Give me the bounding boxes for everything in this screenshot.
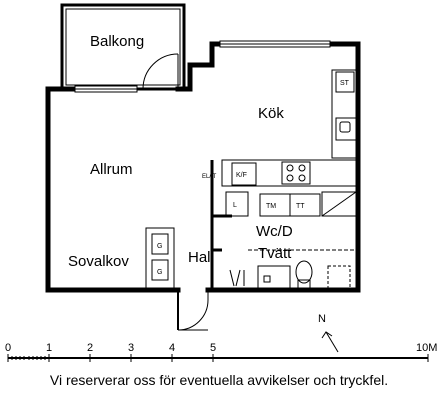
scale-tick-10m: 10M — [416, 342, 437, 354]
tumble-label: TT — [296, 203, 305, 210]
scale-tick-4: 4 — [169, 342, 175, 354]
living-label: Allrum — [90, 161, 133, 178]
windows — [74, 40, 331, 93]
laundry-label: Tvätt — [258, 245, 292, 262]
scale-tick-2: 2 — [87, 342, 93, 354]
scale-bar — [7, 354, 429, 362]
kitchen-counter-right — [331, 69, 359, 159]
kitchen-label: Kök — [258, 105, 284, 122]
sleeping-alcove-label: Sovalkov — [68, 253, 129, 270]
hall-label: Hall — [188, 249, 214, 266]
wardrobe-label-1: G — [157, 243, 162, 250]
closet-l-label: L — [233, 202, 237, 209]
scale-tick-3: 3 — [128, 342, 134, 354]
electrical-label: EL/IT — [202, 174, 217, 180]
disclaimer-text: Vi reserverar oss för eventuella avvikel… — [49, 372, 389, 388]
balcony-label: Balkong — [90, 33, 144, 50]
fridge-freezer-label: K/F — [236, 172, 247, 179]
laundry-cabinets — [225, 191, 357, 217]
scale-tick-5: 5 — [210, 342, 216, 354]
scale-tick-0: 0 — [5, 342, 11, 354]
wardrobes — [145, 227, 175, 289]
wc-label: Wc/D — [256, 223, 293, 240]
entrance-door — [177, 290, 209, 331]
wc-fixtures — [229, 260, 351, 289]
north-arrow-icon — [321, 331, 339, 353]
north-label: N — [318, 313, 326, 325]
kitchen-counter-lower — [221, 159, 359, 187]
balcony-door — [142, 53, 179, 90]
dryer-label: TM — [266, 203, 276, 210]
wardrobe-label-2: G — [157, 269, 162, 276]
stove-top-label: ST — [340, 80, 350, 87]
scale-tick-1: 1 — [46, 342, 52, 354]
